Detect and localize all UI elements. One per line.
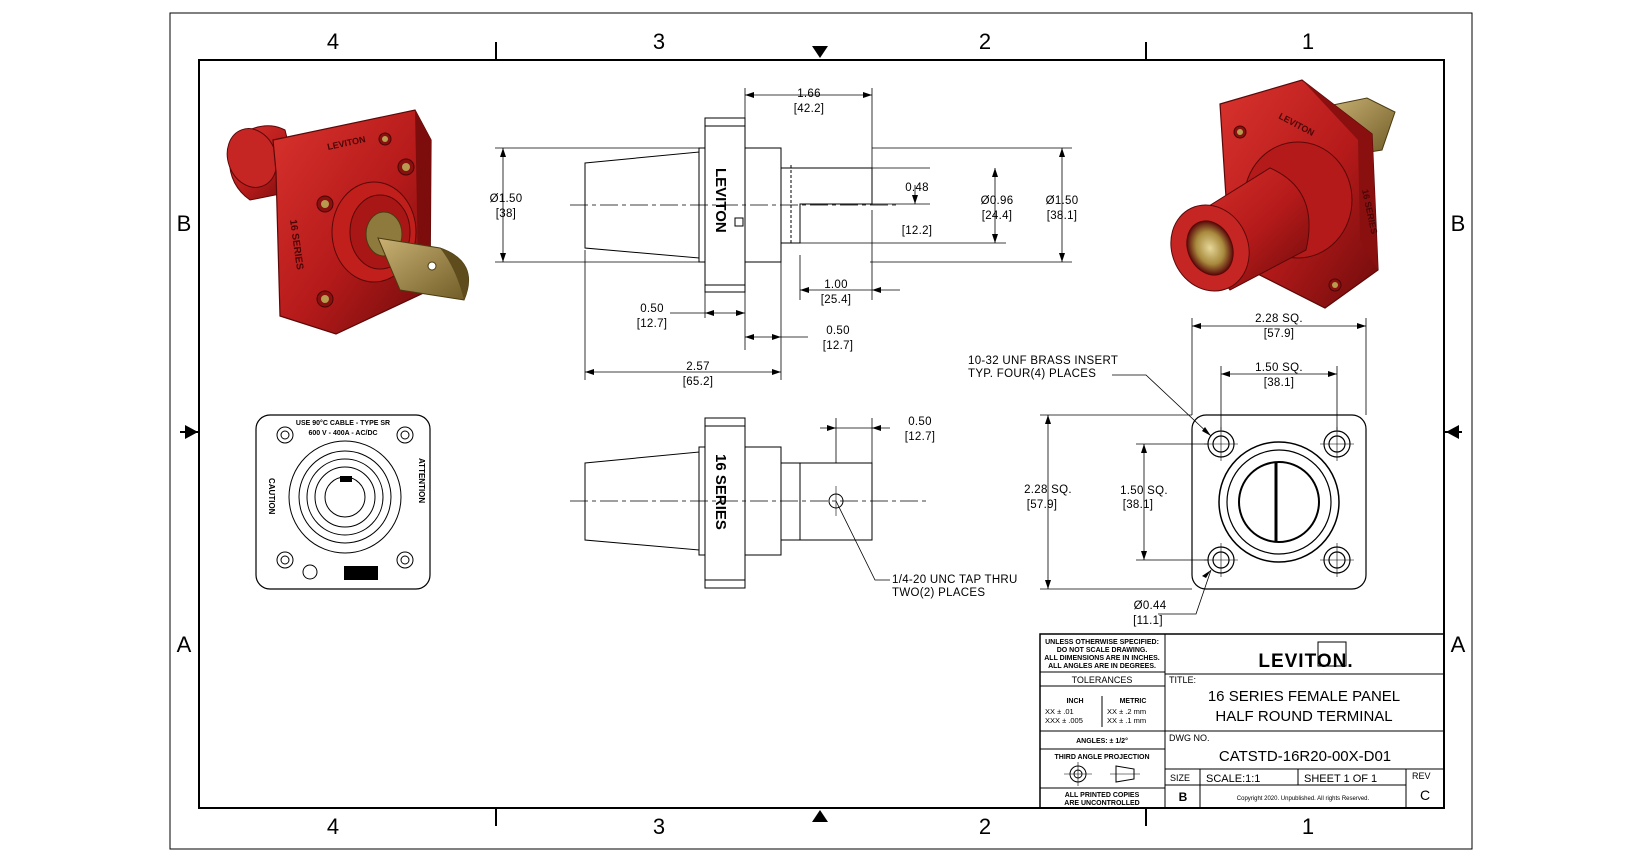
dim-hole-off-mm: [12.7] — [905, 431, 936, 443]
dim-dia-right: Ø1.50 — [1046, 195, 1079, 207]
dim-hole-dia-mm: [11.1] — [1133, 615, 1163, 627]
face-text-caution: CAUTION — [267, 478, 276, 515]
zone-col-3-top: 3 — [653, 29, 665, 54]
zone-col-2-top: 2 — [979, 29, 991, 54]
front-view-arrowheads — [500, 92, 1065, 375]
tb-copies-1: ALL PRINTED COPIES — [1065, 792, 1140, 799]
dim-top-len: 1.66 — [797, 88, 821, 100]
tb-inch-xxx: XXX ± .005 — [1045, 716, 1083, 725]
dim-sq-inner: 1.50 SQ. — [1255, 362, 1303, 374]
face-text-rating: 600 V - 400A - AC/DC — [308, 430, 377, 437]
zone-col-1-top: 1 — [1302, 29, 1314, 54]
zone-row-a-right: A — [1451, 632, 1466, 657]
iso-view-back: 16 SERIES LEVITON — [226, 109, 469, 335]
dim-overall: 2.57 — [686, 361, 710, 373]
tb-size-label: SIZE — [1170, 773, 1190, 783]
tb-inch-xx: XX ± .01 — [1045, 707, 1074, 716]
tb-dwg-label: DWG NO. — [1169, 733, 1210, 743]
front-view — [570, 117, 900, 293]
third-angle-projection-icon — [1064, 762, 1140, 786]
inner-border — [198, 59, 1445, 809]
dim-dia-left-mm: [38] — [496, 208, 516, 220]
tb-general-2: DO NOT SCALE DRAWING. — [1057, 647, 1148, 654]
tb-general-4: ALL ANGLES ARE IN DEGREES. — [1048, 663, 1156, 670]
tb-general-3: ALL DIMENSIONS ARE IN INCHES. — [1044, 655, 1160, 662]
dim-side-sq-outer-mm: [57.9] — [1027, 499, 1058, 511]
tb-metric-xxx: XX ± .1 mm — [1107, 716, 1146, 725]
dim-flange-b-mm: [12.7] — [823, 340, 854, 352]
dim-sq-outer-mm: [57.9] — [1264, 328, 1295, 340]
dim-blade-thk: 0.48 — [905, 182, 929, 194]
tb-sheet: SHEET 1 OF 1 — [1304, 773, 1377, 785]
dim-flange-b: 0.50 — [826, 325, 850, 337]
tb-size: B — [1179, 790, 1188, 804]
note-tap-1: 1/4-20 UNC TAP THRU — [892, 574, 1018, 586]
title-block-frame — [1039, 633, 1445, 809]
top-view-dims — [820, 418, 890, 581]
zone-col-1-bottom: 1 — [1302, 814, 1314, 839]
tb-rev: C — [1420, 787, 1430, 803]
tb-rev-label: REV — [1412, 771, 1431, 781]
top-view-series-text: 16 SERIES — [712, 454, 729, 530]
tb-dwg-no: CATSTD-16R20-00X-D01 — [1219, 748, 1391, 765]
center-arrows — [185, 46, 1459, 822]
tb-tolerances: TOLERANCES — [1072, 675, 1133, 685]
flange-view-dims — [1040, 318, 1367, 615]
tb-copies-2: ARE UNCONTROLLED — [1064, 800, 1139, 807]
note-insert-2: TYP. FOUR(4) PLACES — [968, 368, 1096, 380]
flange-view-centerlines — [1204, 427, 1354, 577]
zone-col-3-bottom: 3 — [653, 814, 665, 839]
face-view-cable-end — [255, 414, 431, 590]
tb-title-2: HALF ROUND TERMINAL — [1215, 708, 1392, 725]
tb-metric-xx: XX ± .2 mm — [1107, 707, 1146, 716]
tb-copyright: Copyright 2020. Unpublished. All rights … — [1237, 796, 1370, 802]
face-text-attention: ATTENTION — [417, 458, 426, 503]
dim-hole-dia: Ø0.44 — [1134, 600, 1167, 612]
dim-dia-left: Ø1.50 — [490, 193, 523, 205]
front-view-logo: LEVITON — [712, 168, 729, 233]
outer-border — [169, 12, 1473, 850]
dim-sq-inner-mm: [38.1] — [1264, 377, 1295, 389]
dim-blade-len: 1.00 — [824, 279, 848, 291]
note-insert-1: 10-32 UNF BRASS INSERT — [968, 355, 1118, 367]
dim-blade-thk-mm: [12.2] — [902, 225, 933, 237]
zone-row-b-left: B — [177, 211, 192, 236]
zone-col-2-bottom: 2 — [979, 814, 991, 839]
tb-angles: ANGLES: ± 1/2° — [1076, 737, 1128, 745]
dim-flange-a: 0.50 — [640, 303, 664, 315]
dim-dia-right-mm: [38.1] — [1047, 210, 1078, 222]
tb-general-1: UNLESS OTHERWISE SPECIFIED: — [1045, 639, 1159, 646]
dim-blade-len-mm: [25.4] — [821, 294, 852, 306]
zone-col-4-top: 4 — [327, 29, 339, 54]
dim-sq-outer: 2.28 SQ. — [1255, 313, 1303, 325]
tb-projection: THIRD ANGLE PROJECTION — [1054, 754, 1149, 761]
flange-view — [1191, 414, 1367, 590]
dim-hole-off: 0.50 — [908, 416, 932, 428]
top-view-arrowheads — [827, 425, 881, 431]
dim-flange-a-mm: [12.7] — [637, 318, 668, 330]
top-view — [570, 417, 930, 589]
dim-dia-mid-mm: [24.4] — [982, 210, 1013, 222]
tb-inch: INCH — [1066, 698, 1083, 705]
dim-top-len-mm: [42.2] — [794, 103, 825, 115]
front-view-dims — [495, 88, 1072, 380]
iso-view-front: LEVITON 16 SERIES — [1170, 79, 1396, 309]
tb-scale: SCALE:1:1 — [1206, 773, 1260, 785]
tb-title-1: 16 SERIES FEMALE PANEL — [1208, 688, 1400, 705]
dim-overall-mm: [65.2] — [683, 376, 714, 388]
tb-title-label: TITLE: — [1169, 675, 1196, 685]
zone-row-b-right: B — [1451, 211, 1466, 236]
face-text-cable: USE 90°C CABLE - TYPE SR — [296, 419, 390, 427]
dim-side-sq-outer: 2.28 SQ. — [1024, 484, 1072, 496]
zone-col-4-bottom: 4 — [327, 814, 339, 839]
dim-side-sq-inner: 1.50 SQ. — [1120, 485, 1168, 497]
dim-dia-mid: Ø0.96 — [981, 195, 1014, 207]
note-tap-2: TWO(2) PLACES — [892, 587, 985, 599]
leviton-logo: LEVITON. — [1258, 651, 1353, 672]
dim-side-sq-inner-mm: [38.1] — [1123, 499, 1154, 511]
tb-metric: METRIC — [1120, 698, 1147, 705]
zone-row-a-left: A — [177, 632, 192, 657]
flange-view-arrowheads — [1045, 323, 1366, 589]
